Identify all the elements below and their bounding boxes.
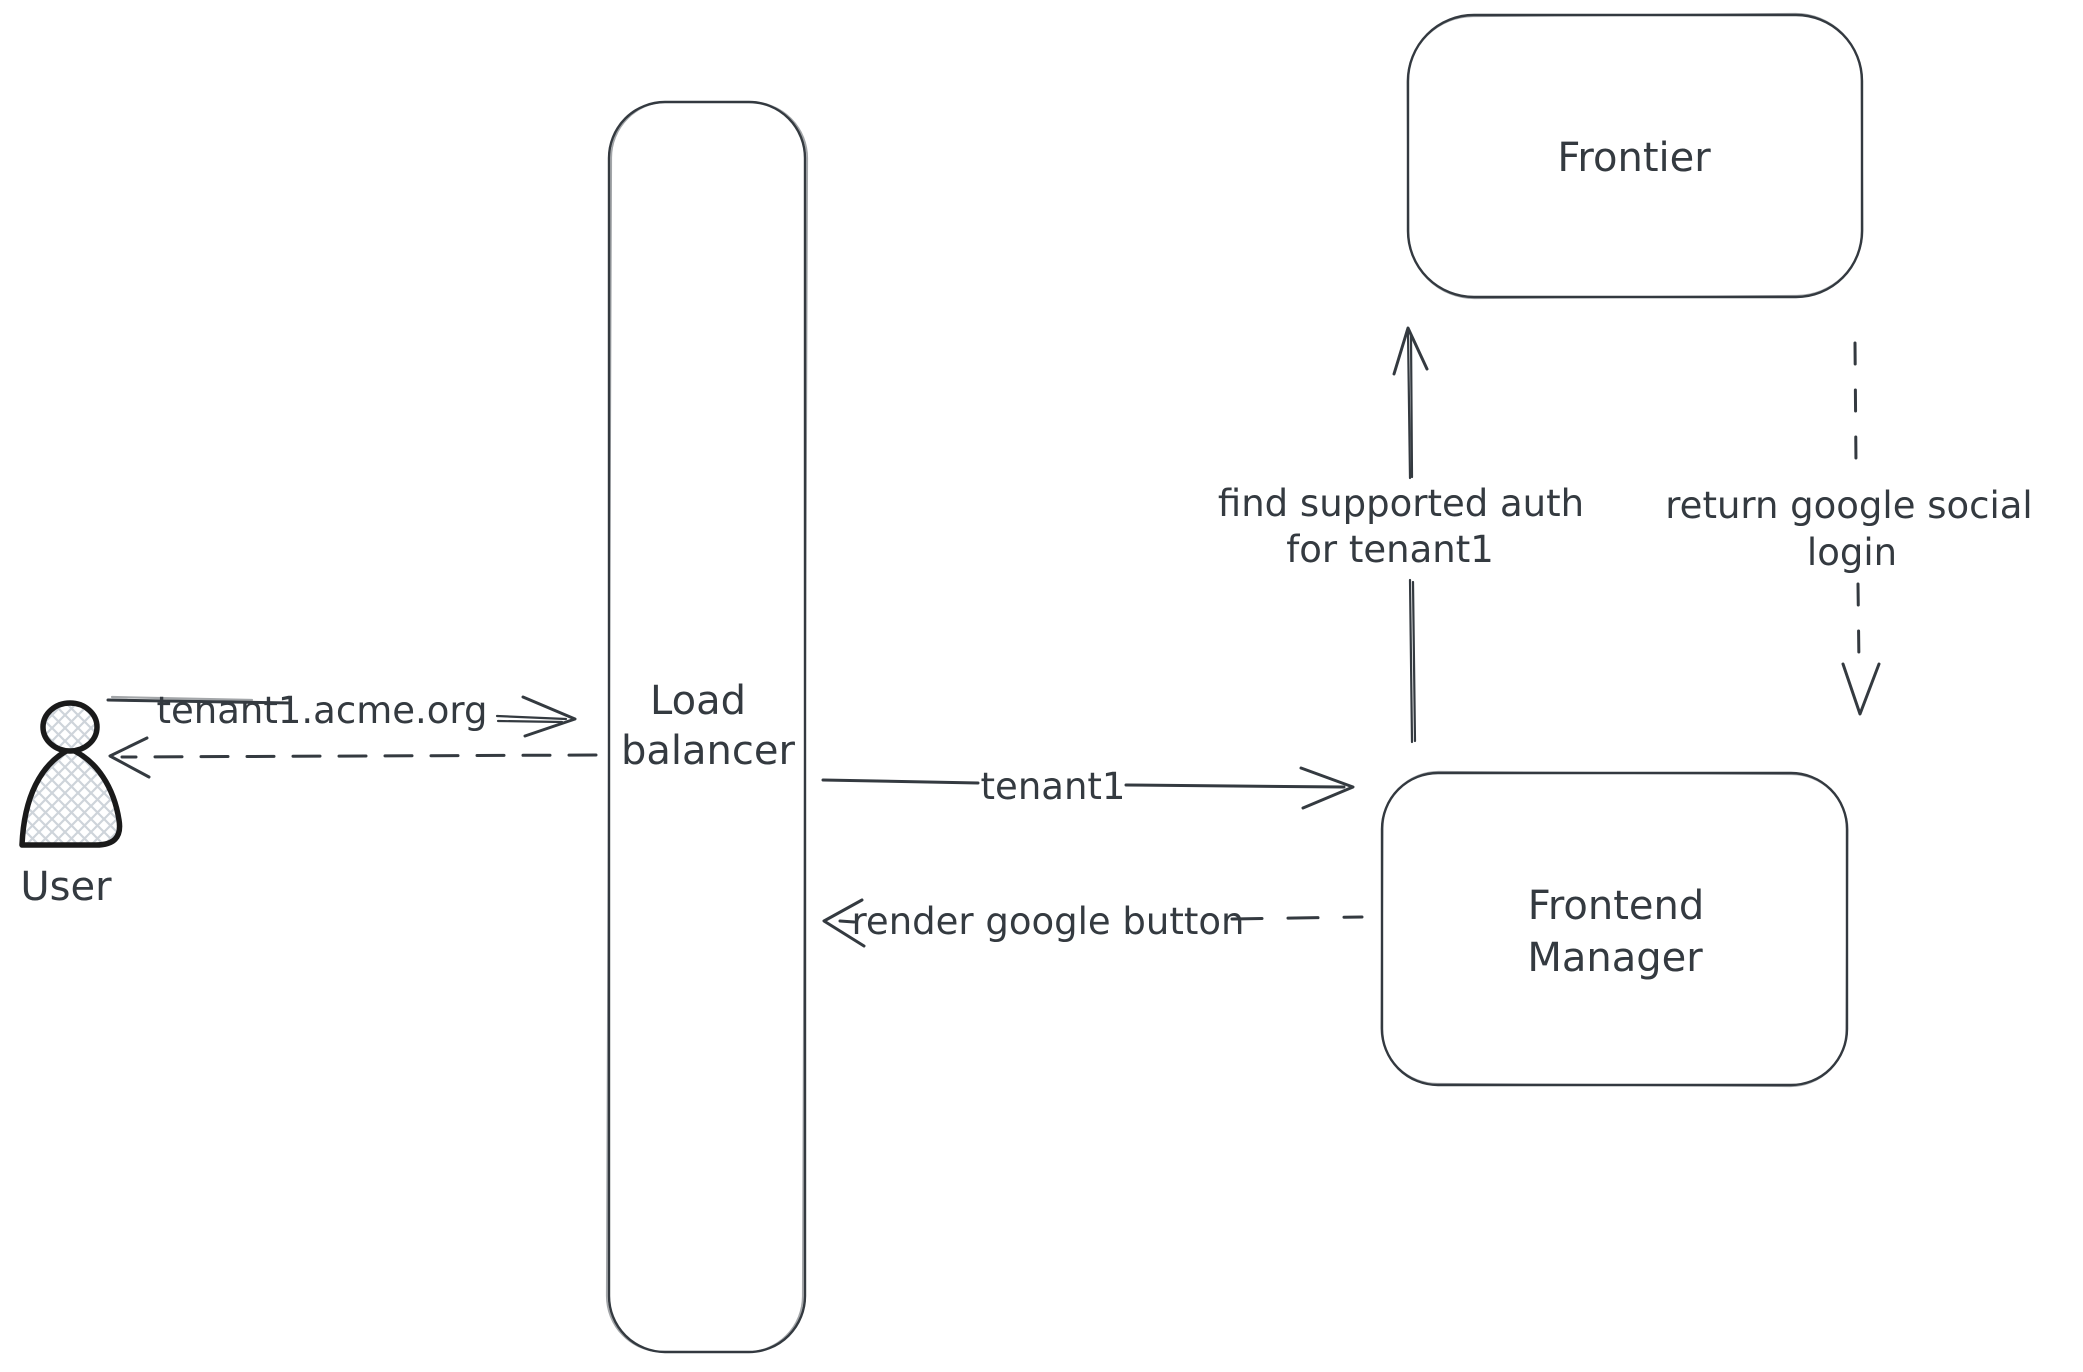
load-balancer-label-line2: balancer	[621, 728, 795, 774]
frontend-manager-box	[1380, 771, 1849, 1087]
arrow-label-tenant1: tenant1	[981, 765, 1126, 808]
arrowhead-right-icon	[1299, 766, 1355, 810]
frontier-box	[1406, 13, 1864, 299]
arrow-shaft	[821, 778, 980, 785]
frontier-label: Frontier	[1557, 135, 1711, 181]
user-label: User	[20, 864, 112, 910]
frontier-node: Frontier	[1406, 12, 1864, 300]
arrow-label-return-google-social-line1: return google social	[1665, 484, 2032, 527]
arrow-user-to-load-balancer: tenant1.acme.org	[106, 689, 577, 738]
arrow-label-find-supported-auth-line1: find supported auth	[1218, 482, 1584, 525]
user-head-icon	[40, 700, 100, 754]
arrow-shaft	[1406, 330, 1412, 480]
frontend-manager-label-line2: Manager	[1527, 935, 1703, 981]
dashed-shaft	[1230, 915, 1364, 921]
arrow-shaft-sketch-stroke	[1409, 332, 1414, 479]
arrowhead-left-icon	[108, 736, 151, 779]
load-balancer-node: Load balancer	[605, 100, 809, 1354]
arrowhead-left-icon	[822, 898, 866, 948]
frontier-box-sketch-stroke	[1406, 12, 1864, 300]
load-balancer-box	[607, 100, 807, 1354]
load-balancer-box-sketch-stroke	[605, 100, 809, 1354]
arrow-shaft-sketch-stroke	[1411, 580, 1417, 743]
arrow-load-balancer-to-user	[108, 736, 598, 779]
arrowhead-down-icon	[1841, 662, 1881, 716]
arrow-shaft-sketch-stroke	[496, 719, 564, 724]
arrow-frontend-manager-to-load-balancer: render google button	[822, 898, 1364, 948]
arrow-label-find-supported-auth-line2: for tenant1	[1286, 528, 1494, 571]
arrow-shaft	[1124, 783, 1346, 789]
frontend-manager-node: Frontend Manager	[1380, 770, 1849, 1088]
dashed-shaft	[120, 753, 598, 759]
arrow-label-return-google-social-line2: login	[1807, 531, 1897, 574]
arrow-shaft-sketch-stroke	[110, 695, 254, 702]
arrow-shaft	[1408, 578, 1414, 744]
frontend-manager-label-line1: Frontend	[1528, 883, 1705, 929]
load-balancer-label-line1: Load	[650, 678, 746, 724]
frontend-manager-box-sketch-stroke	[1380, 770, 1849, 1088]
dashed-shaft	[838, 919, 856, 924]
arrow-frontier-to-frontend-manager: return google social login	[1665, 341, 2033, 716]
dashed-shaft	[1856, 582, 1861, 667]
dashed-shaft	[1853, 341, 1858, 467]
arrow-frontend-manager-to-frontier: find supported auth for tenant1	[1218, 326, 1584, 744]
user-actor: User	[19, 700, 123, 910]
arrowhead-up-icon	[1392, 326, 1429, 376]
arrowhead-right-icon	[521, 695, 577, 738]
arrow-shaft	[495, 714, 568, 721]
arrow-load-balancer-to-frontend-manager: tenant1	[821, 765, 1355, 810]
arrow-shaft	[106, 698, 292, 705]
arrow-label-tenant1-acme-org: tenant1.acme.org	[157, 689, 488, 732]
user-body-icon	[19, 746, 123, 848]
arrow-label-render-google-button: render google button	[852, 900, 1245, 943]
